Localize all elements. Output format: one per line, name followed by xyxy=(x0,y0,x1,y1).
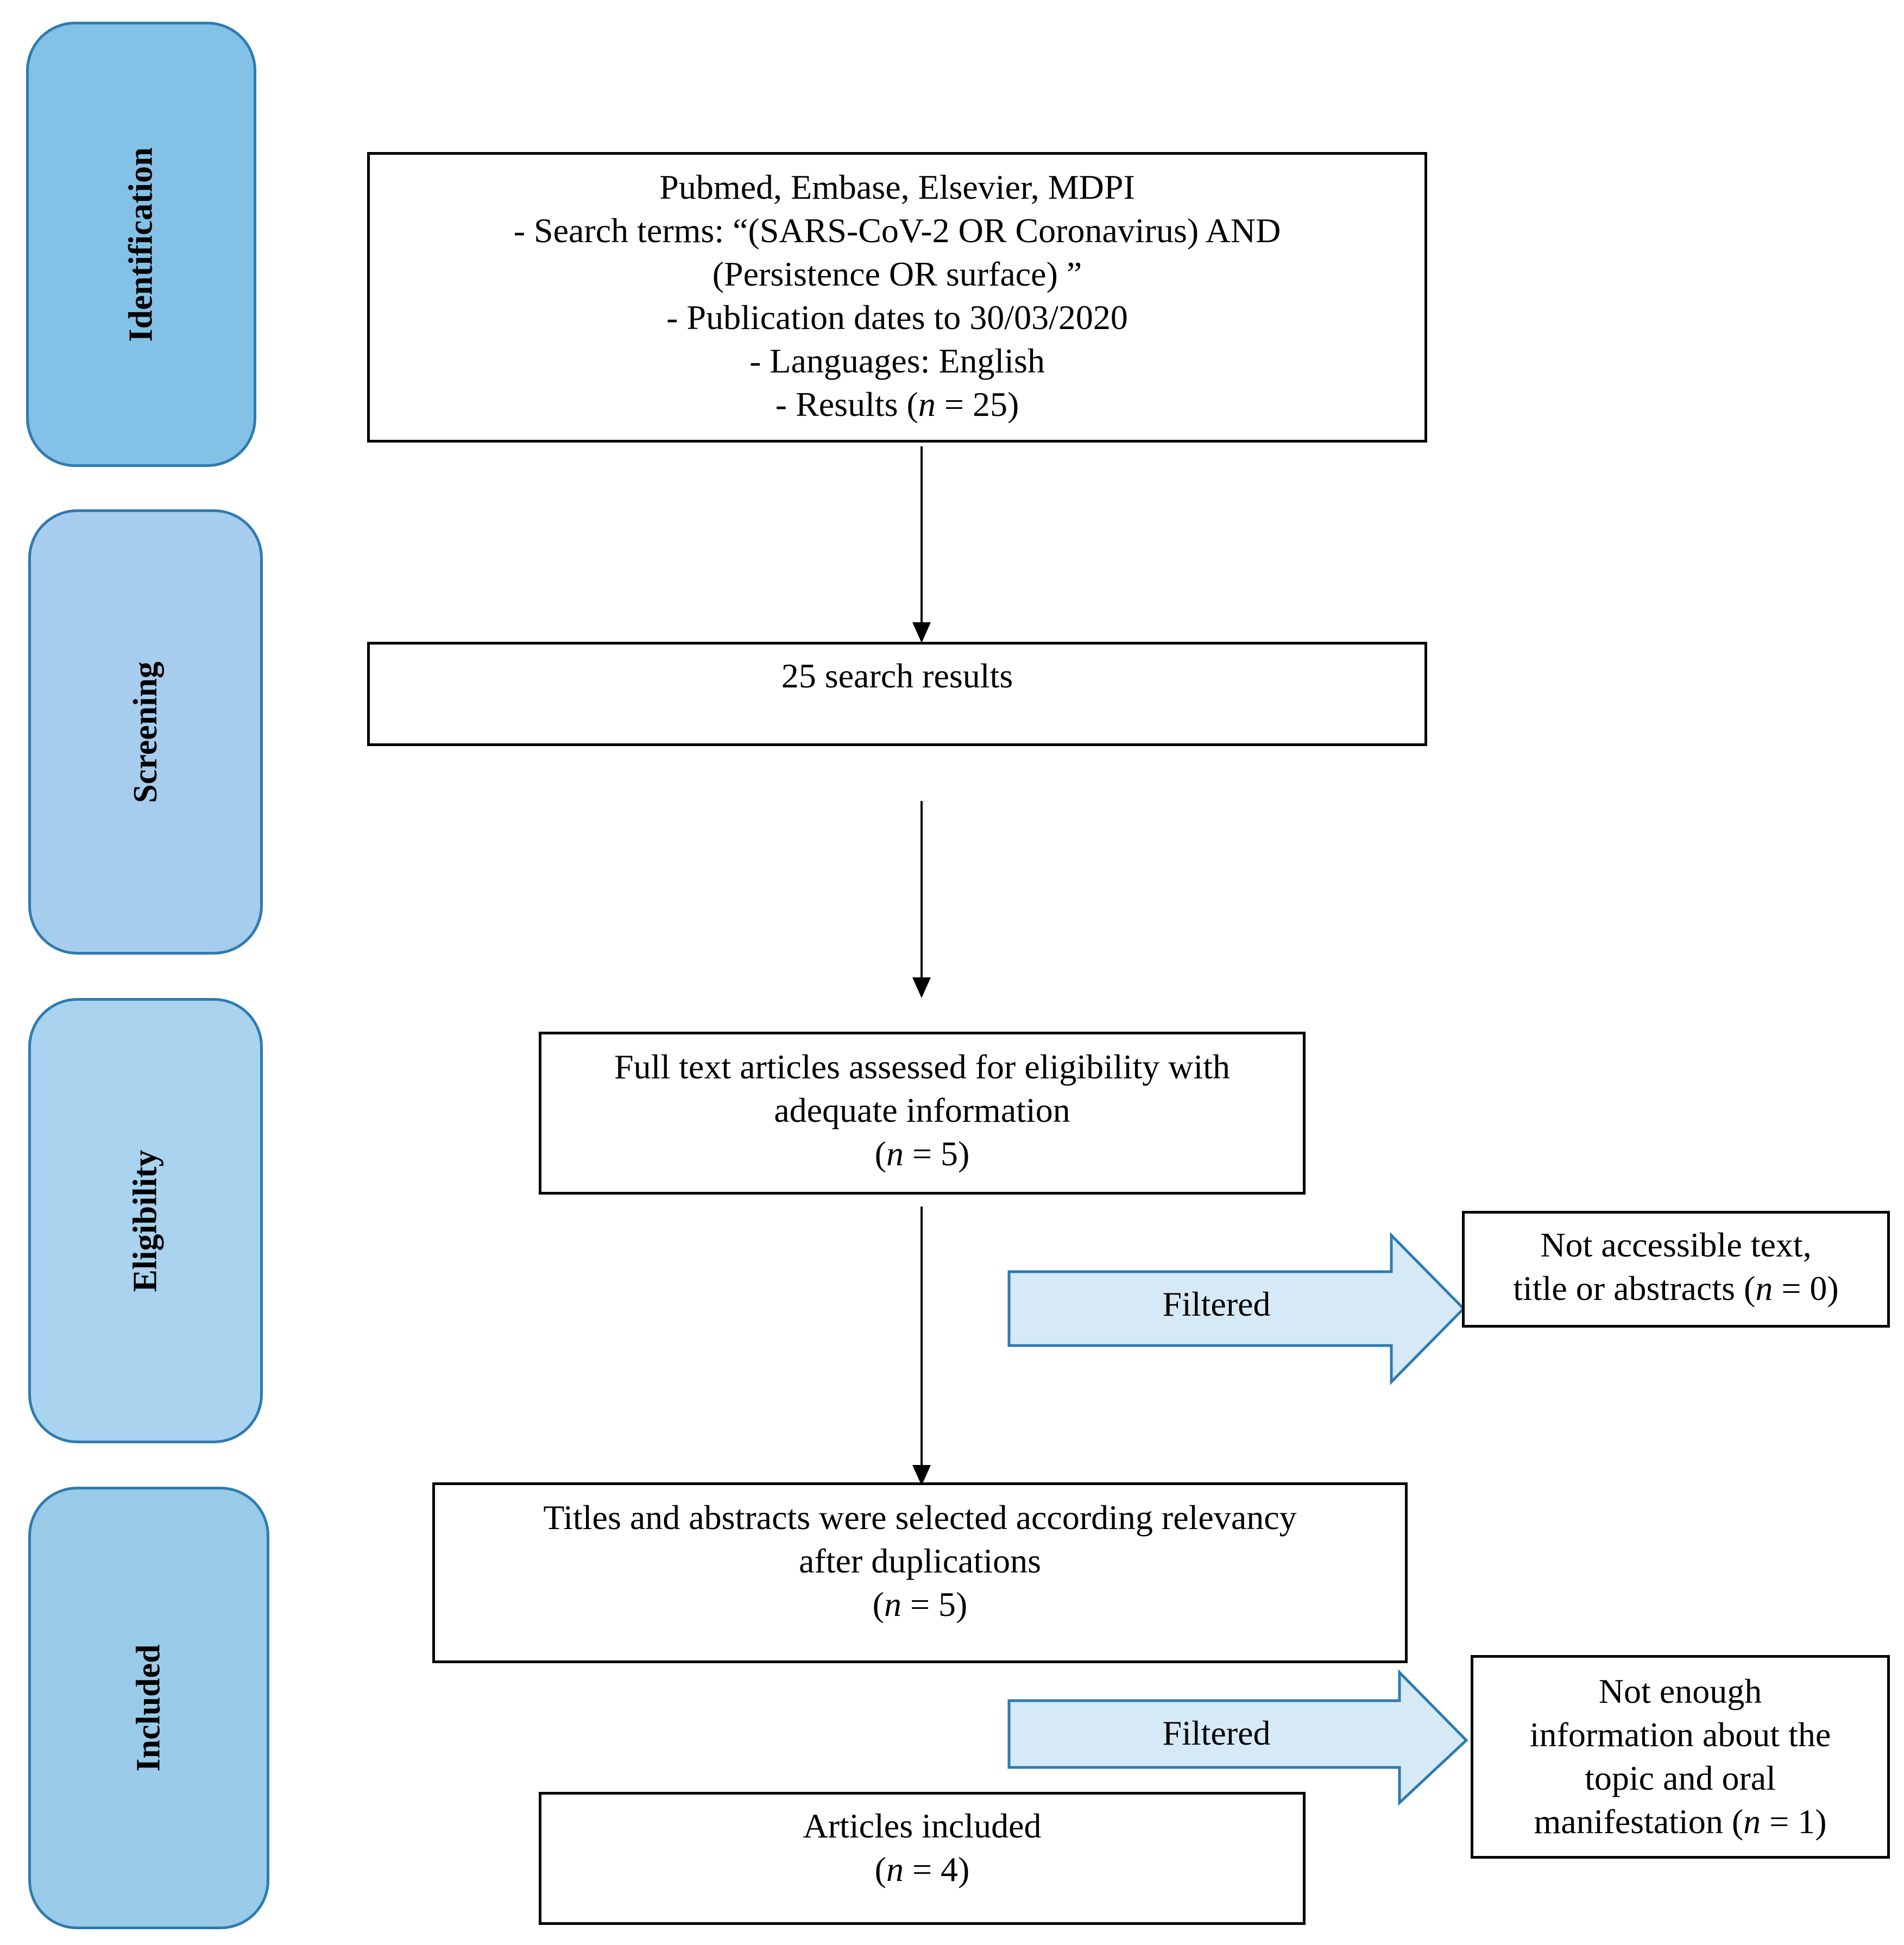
excluded-2-line-2: information about the xyxy=(1529,1715,1831,1754)
excluded-2-line-4: manifestation (n = 1) xyxy=(1473,1800,1887,1843)
included-count-suffix: = 4) xyxy=(903,1850,970,1889)
identification-sources: Pubmed, Embase, Elsevier, MDPI xyxy=(659,168,1135,206)
excluded-1-n: n xyxy=(1755,1269,1773,1308)
selected-count-prefix: ( xyxy=(872,1585,884,1624)
identification-search-terms: - Search terms: “(SARS-CoV-2 OR Coronavi… xyxy=(513,211,1281,250)
eligibility-count-prefix: ( xyxy=(874,1134,886,1173)
phase-identification: Identification xyxy=(26,22,256,467)
selected-count: (n = 5) xyxy=(435,1583,1405,1626)
identification-languages: - Languages: English xyxy=(749,342,1045,380)
selected-count-suffix: = 5) xyxy=(901,1585,968,1624)
excluded-2-line-1: Not enough xyxy=(1598,1672,1762,1710)
excluded-1-line-2: title or abstracts (n = 0) xyxy=(1465,1267,1887,1310)
connector-arrowhead-3 xyxy=(912,1465,931,1486)
excluded-1-line-2-suffix: = 0) xyxy=(1773,1269,1839,1308)
filter-arrow-1-label: Filtered xyxy=(1162,1285,1271,1323)
selected-line-2: after duplications xyxy=(798,1542,1042,1580)
identification-results-suffix: = 25) xyxy=(935,385,1019,424)
included-count-prefix: ( xyxy=(874,1850,886,1889)
identification-box: Pubmed, Embase, Elsevier, MDPI - Search … xyxy=(367,152,1427,443)
selected-box: Titles and abstracts were selected accor… xyxy=(432,1482,1408,1663)
excluded-2-n: n xyxy=(1743,1802,1761,1841)
filter-arrow-1 xyxy=(1007,1232,1466,1386)
connector-arrowhead-2 xyxy=(912,977,931,998)
excluded-1-line-2-prefix: title or abstracts ( xyxy=(1513,1269,1756,1308)
eligibility-count: (n = 5) xyxy=(541,1132,1303,1176)
filter-arrow-2 xyxy=(1007,1669,1468,1806)
excluded-box-1: Not accessible text, title or abstracts … xyxy=(1462,1211,1890,1328)
excluded-2-line-3: topic and oral xyxy=(1585,1759,1776,1797)
screening-results-text: 25 search results xyxy=(781,656,1013,695)
selected-line-1: Titles and abstracts were selected accor… xyxy=(543,1498,1297,1537)
selected-count-n: n xyxy=(884,1585,901,1624)
eligibility-line-2: adequate information xyxy=(774,1091,1070,1129)
identification-results-n: n xyxy=(918,385,936,424)
eligibility-box: Full text articles assessed for eligibil… xyxy=(539,1032,1306,1195)
identification-publication-dates: - Publication dates to 30/03/2020 xyxy=(666,298,1128,337)
identification-results: - Results (n = 25) xyxy=(370,383,1424,426)
screening-box: 25 search results xyxy=(367,642,1427,746)
included-box: Articles included (n = 4) xyxy=(539,1792,1306,1925)
filter-arrow-2-label: Filtered xyxy=(1162,1714,1271,1752)
connector-arrowhead-1 xyxy=(912,622,931,643)
eligibility-line-1: Full text articles assessed for eligibil… xyxy=(614,1047,1231,1086)
excluded-1-line-1: Not accessible text, xyxy=(1540,1226,1812,1264)
phase-included: Included xyxy=(28,1487,269,1929)
phase-screening: Screening xyxy=(28,509,263,955)
eligibility-count-n: n xyxy=(886,1134,904,1173)
excluded-2-line-4-prefix: manifestation ( xyxy=(1534,1802,1744,1841)
included-count-n: n xyxy=(886,1850,904,1889)
excluded-2-line-4-suffix: = 1) xyxy=(1761,1802,1827,1841)
included-line-1: Articles included xyxy=(803,1807,1042,1845)
eligibility-count-suffix: = 5) xyxy=(903,1134,970,1173)
excluded-box-2: Not enough information about the topic a… xyxy=(1471,1655,1890,1859)
identification-results-prefix: - Results ( xyxy=(775,385,918,424)
identification-search-terms-cont: (Persistence OR surface) ” xyxy=(712,255,1082,293)
phase-eligibility: Eligibility xyxy=(28,998,263,1443)
included-count: (n = 4) xyxy=(541,1848,1303,1891)
